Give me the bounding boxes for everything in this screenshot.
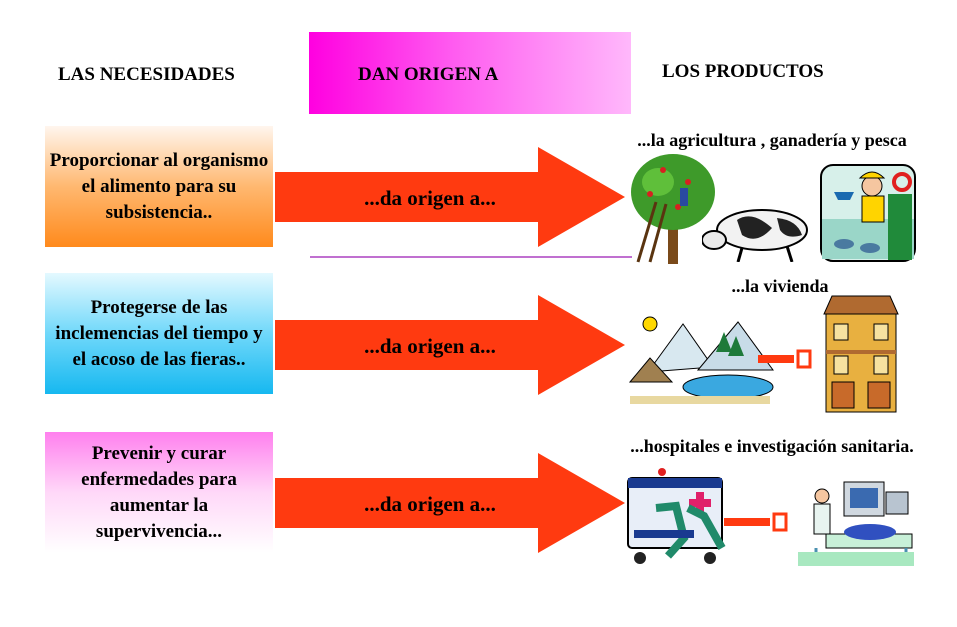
hospital-clipart bbox=[798, 481, 914, 566]
arrow-1 bbox=[275, 147, 625, 247]
need-box-shelter: Protegerse de las inclemencias del tiemp… bbox=[45, 273, 273, 394]
need-box-health: Prevenir y curar enfermedades para aumen… bbox=[45, 432, 273, 553]
arrow-2 bbox=[275, 295, 625, 395]
arrow-label-2: ...da origen a... bbox=[364, 334, 496, 358]
farm-tree-clipart bbox=[631, 154, 715, 264]
arrow-label-3: ...da origen a... bbox=[364, 492, 496, 516]
cow-clipart bbox=[702, 209, 808, 262]
arrow-label-1: ...da origen a... bbox=[364, 186, 496, 210]
ambulance-clipart bbox=[627, 468, 726, 564]
fisherman-clipart bbox=[820, 164, 916, 262]
house-clipart bbox=[823, 295, 899, 413]
need-text-health: Prevenir y curar enfermedades para aumen… bbox=[81, 442, 237, 542]
product-agriculture: ...la agricultura , ganadería y pesca bbox=[637, 130, 907, 150]
product-hospitals: ...hospitales e investigación sanitaria. bbox=[630, 436, 914, 456]
need-text-food: Proporcionar al organismo el alimento pa… bbox=[49, 149, 269, 223]
landscape-clipart bbox=[628, 316, 774, 404]
header-needs: LAS NECESIDADES bbox=[58, 64, 235, 85]
need-box-food: Proporcionar al organismo el alimento pa… bbox=[45, 126, 273, 247]
header-origin: DAN ORIGEN A bbox=[358, 64, 499, 85]
product-housing: ...la vivienda bbox=[731, 276, 829, 296]
small-arrow-3 bbox=[724, 512, 788, 532]
need-text-shelter: Protegerse de las inclemencias del tiemp… bbox=[55, 296, 263, 370]
divider-line bbox=[310, 256, 632, 258]
small-arrow-2 bbox=[758, 349, 812, 369]
arrow-3 bbox=[275, 453, 625, 553]
header-products: LOS PRODUCTOS bbox=[662, 61, 824, 82]
header-banner bbox=[309, 32, 631, 114]
